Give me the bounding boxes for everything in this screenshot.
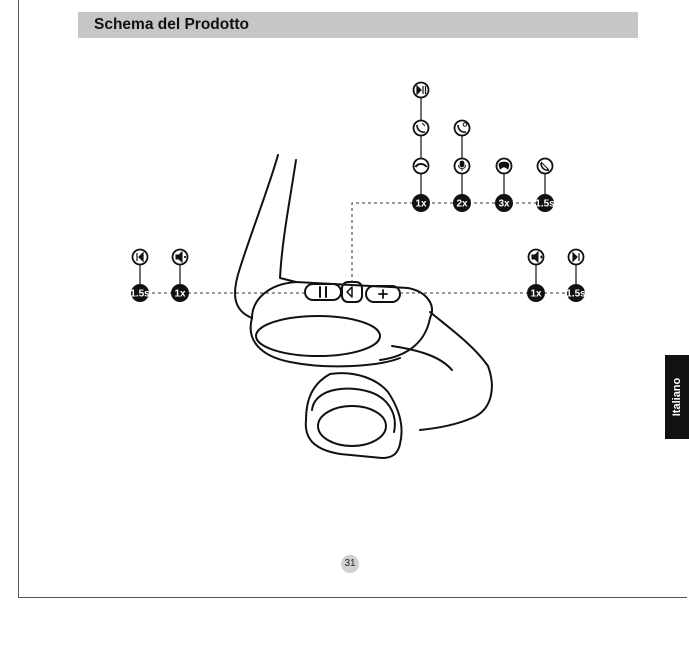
svg-text:1.5s: 1.5s <box>130 289 150 300</box>
badge-right-single: 1x <box>527 284 545 302</box>
page-number: 31 <box>341 555 359 573</box>
badge-right-hold: 1.5s <box>566 284 586 302</box>
page-frame <box>18 0 687 598</box>
svg-text:3x: 3x <box>498 199 510 210</box>
badge-center-hold: 1.5s <box>535 194 555 212</box>
reject-call-icon <box>536 157 554 175</box>
language-tab-label: Italiano <box>671 377 683 417</box>
previous-track-icon <box>131 248 149 266</box>
svg-text:1.5s: 1.5s <box>566 289 586 300</box>
badge-center-double: 2x <box>453 194 471 212</box>
page-title: Schema del Prodotto <box>94 16 250 33</box>
badge-left-hold: 1.5s <box>130 284 150 302</box>
svg-text:1x: 1x <box>174 289 186 300</box>
section-header: Schema del Prodotto <box>78 12 638 38</box>
svg-text:1.5s: 1.5s <box>535 199 555 210</box>
volume-up-icon <box>527 248 545 266</box>
stems <box>139 98 577 284</box>
press-badges: 1.5s 1x 1x 1.5s 1x 2x 3x 1.5s <box>130 194 586 302</box>
function-icons <box>131 81 585 266</box>
badge-center-triple: 3x <box>495 194 513 212</box>
next-track-icon <box>567 248 585 266</box>
svg-text:1x: 1x <box>415 199 427 210</box>
call-swap-icon <box>453 119 471 137</box>
svg-text:1x: 1x <box>530 289 542 300</box>
headset-illustration <box>234 154 493 459</box>
badge-left-single: 1x <box>171 284 189 302</box>
badge-center-single: 1x <box>412 194 430 212</box>
game-mode-icon <box>495 157 513 175</box>
answer-call-icon <box>412 119 430 137</box>
play-pause-icon <box>412 81 430 99</box>
leader-lines <box>140 202 576 294</box>
end-call-icon <box>412 157 430 175</box>
volume-down-icon <box>171 248 189 266</box>
microphone-icon <box>453 157 471 175</box>
svg-text:2x: 2x <box>456 199 468 210</box>
language-tab: Italiano <box>665 355 689 439</box>
